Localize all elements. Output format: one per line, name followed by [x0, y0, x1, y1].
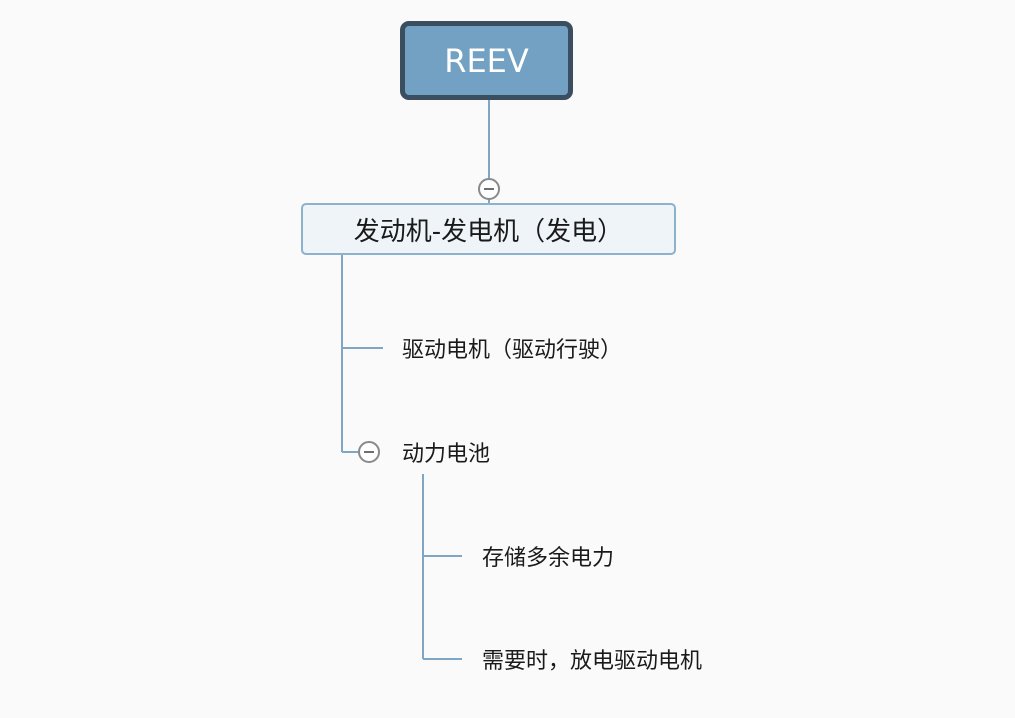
root-topic-label: REEV — [444, 41, 529, 80]
root-topic-node[interactable]: REEV — [400, 21, 573, 100]
collapse-minus-icon[interactable] — [358, 441, 380, 463]
subtopic-drive-motor-label: 驱动电机（驱动行驶） — [402, 338, 623, 363]
main-topic-node[interactable]: 发动机-发电机（发电） — [301, 203, 676, 255]
subtopic-discharge-drive-label: 需要时，放电驱动电机 — [482, 649, 703, 674]
subtopic-store-excess-power[interactable]: 存储多余电力 — [482, 540, 614, 572]
subtopic-power-battery[interactable]: 动力电池 — [402, 436, 490, 468]
subtopic-power-battery-label: 动力电池 — [402, 442, 491, 467]
collapse-minus-icon[interactable] — [478, 178, 500, 200]
subtopic-store-excess-power-label: 存储多余电力 — [482, 546, 615, 571]
subtopic-drive-motor[interactable]: 驱动电机（驱动行驶） — [402, 332, 622, 364]
subtopic-discharge-drive[interactable]: 需要时，放电驱动电机 — [482, 643, 702, 675]
main-topic-label: 发动机-发电机（发电） — [353, 216, 624, 247]
